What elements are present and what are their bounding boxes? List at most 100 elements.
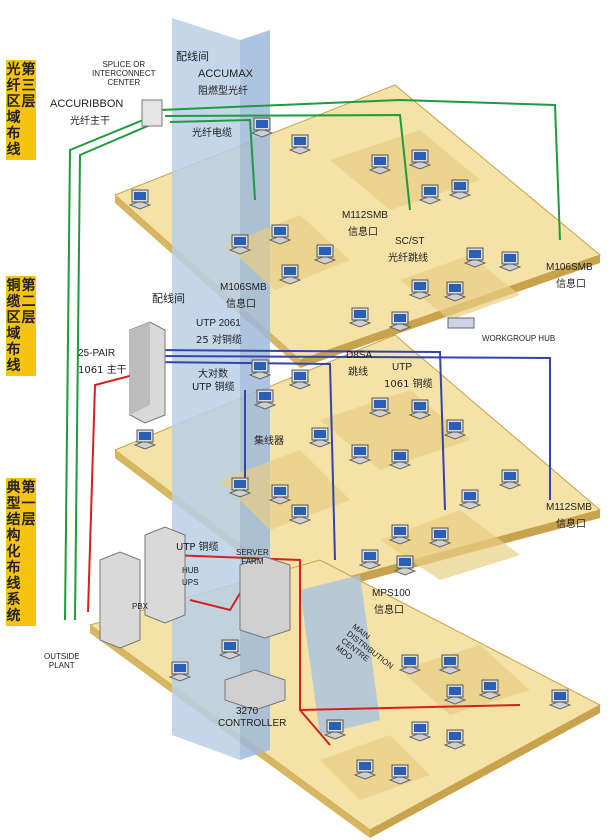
side-char: 第 (21, 278, 36, 294)
workstation-icon (448, 179, 472, 200)
d8sa-label: D8SA (346, 350, 373, 361)
side-char: 典 (6, 480, 21, 496)
workgroup-hub-device (447, 317, 475, 329)
side-label-floor2-col1: 铜缆区域布线 (7, 278, 21, 374)
rack-floor2 (129, 321, 166, 424)
server-farm (239, 556, 291, 639)
work-area (380, 510, 520, 580)
workstation-icon (248, 359, 272, 380)
side-char: 线 (6, 142, 21, 158)
workstation-icon (408, 279, 432, 300)
workstation-icon (458, 489, 482, 510)
m106smb-right-label: M106SMB (546, 262, 593, 273)
work-area (400, 645, 530, 715)
d8sa-cn-label: 跳线 (348, 367, 368, 378)
m106smb-right-cn-label: 信息口 (556, 279, 586, 290)
controller-box (224, 669, 286, 711)
side-char: 型 (6, 496, 21, 512)
ups-label: UPS (182, 578, 199, 587)
workstation-icon (393, 555, 417, 576)
red-horizontal-2 (299, 709, 331, 746)
side-char: 线 (6, 358, 21, 374)
side-char: 层 (21, 94, 36, 110)
workstation-icon (323, 719, 347, 740)
fiber-cable-label: 光纤电缆 (192, 128, 232, 139)
workstation-icon (408, 149, 432, 170)
workgroup-hub-label: WORKGROUP HUB (482, 334, 556, 343)
m106smb-left-cn-label: 信息口 (226, 299, 256, 310)
copper-horizontal (149, 349, 446, 511)
workstation-icon (133, 429, 157, 450)
side-char: 铜 (6, 278, 21, 294)
side-char: 层 (21, 310, 36, 326)
workstation-icon (278, 264, 302, 285)
side-char: 区 (6, 94, 21, 110)
copper-horizontal-3 (149, 361, 336, 561)
workstation-icon (368, 397, 392, 418)
workstation-icon (288, 369, 312, 390)
workstation-icon (443, 684, 467, 705)
workstation-icon (253, 389, 277, 410)
hub-small-label: HUB (182, 566, 199, 575)
scst-label: SC/ST (395, 236, 425, 247)
workstation-icon (388, 311, 412, 332)
workstation-icon (388, 449, 412, 470)
workstation-icon (418, 184, 442, 205)
workstation-icon (228, 477, 252, 498)
splice-center-label: SPLICE OR INTERCONNECT CENTER (92, 60, 156, 87)
workstation-icon (388, 764, 412, 785)
workstation-icon (478, 679, 502, 700)
rack-pbx-2 (144, 526, 186, 624)
side-char: 构 (6, 528, 21, 544)
workstation-icon (218, 639, 242, 660)
splice-box (141, 99, 163, 127)
workstation-icon (313, 244, 337, 265)
workstation-icon (368, 154, 392, 175)
utp1061-cn-label: 1061 铜缆 (384, 379, 433, 390)
big-pair-label: 大对数 (198, 369, 228, 380)
side-char: 布 (6, 560, 21, 576)
fiber-cables (64, 98, 561, 621)
red-backbone (87, 371, 146, 613)
pair25-label: 25-PAIR (78, 348, 116, 359)
pbx-label: PBX (132, 602, 149, 611)
workstation-icon (443, 419, 467, 440)
side-char: 纤 (6, 78, 21, 94)
workstation-icon (443, 729, 467, 750)
wiring-closet-mid-label: 配线间 (152, 292, 185, 305)
racks (99, 99, 475, 711)
copper-horizontal-2 (149, 355, 551, 500)
fiber-horizontal (159, 98, 561, 241)
side-char: 系 (6, 592, 21, 608)
accumax-label: ACCUMAX (198, 68, 254, 80)
fiber-horizontal-2 (164, 113, 411, 211)
workstation-icon (250, 117, 274, 138)
wiring-closet-top-label: 配线间 (176, 50, 209, 63)
floor-1-edge-right (370, 705, 600, 838)
rack-pbx-1 (99, 551, 141, 649)
controller-num-label: 3270 (236, 706, 259, 717)
workstation-icon (408, 721, 432, 742)
side-char: 布 (6, 342, 21, 358)
workstation-icon (128, 189, 152, 210)
workstations (128, 117, 572, 785)
side-label-floor2: 铜缆区域布线 第二层 (6, 276, 36, 376)
workstation-icon (463, 247, 487, 268)
side-char: 缆 (6, 294, 21, 310)
side-char: 光 (6, 62, 21, 78)
fiber-horizontal-3 (169, 118, 256, 201)
workstation-icon (548, 689, 572, 710)
hub-cn-label: 集线器 (254, 436, 284, 447)
workstation-icon (498, 469, 522, 490)
accumax-cn-label: 阻燃型光纤 (198, 86, 248, 97)
workstation-icon (348, 307, 372, 328)
side-char: 域 (6, 110, 21, 126)
workstation-icon (498, 251, 522, 272)
m106smb-left-label: M106SMB (220, 282, 267, 293)
m112smb-bot-label: M112SMB (546, 502, 592, 513)
side-char: 三 (21, 78, 36, 94)
copper-cables (149, 349, 551, 561)
accuribbon-label: ACCURIBBON (50, 98, 124, 110)
workstation-icon (398, 654, 422, 675)
